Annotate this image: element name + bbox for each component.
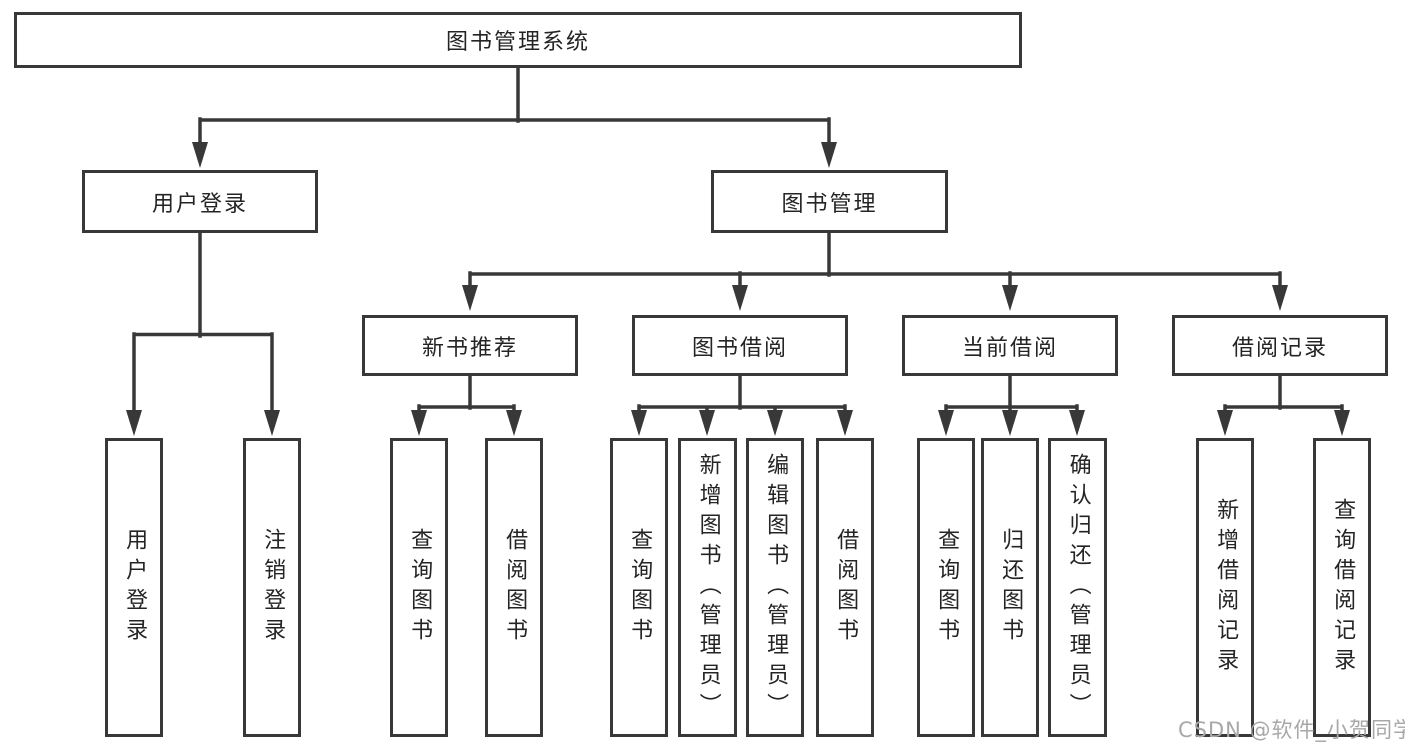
leaf-query-books-borrow: 查询图书 — [610, 438, 668, 737]
node-new-book-recommend: 新书推荐 — [362, 315, 578, 376]
leaf-label: 注销登录 — [260, 527, 286, 648]
leaf-return-books: 归还图书 — [981, 438, 1039, 737]
node-book-management: 图书管理 — [711, 170, 948, 233]
leaf-label: 借阅图书 — [502, 527, 528, 648]
leaf-label: 查询借阅记录 — [1330, 497, 1356, 678]
leaf-label: 编辑图书（管理员） — [763, 452, 789, 723]
leaf-user-login: 用户登录 — [105, 438, 163, 737]
leaf-label: 归还图书 — [998, 527, 1024, 648]
leaf-label: 借阅图书 — [833, 527, 859, 648]
leaf-borrow-books-recommend: 借阅图书 — [485, 438, 543, 737]
leaf-label: 用户登录 — [122, 527, 148, 648]
leaf-label: 确认归还（管理员） — [1065, 452, 1091, 723]
leaf-label: 新增借阅记录 — [1213, 497, 1239, 678]
leaf-label: 查询图书 — [934, 527, 960, 648]
node-borrow-records: 借阅记录 — [1172, 315, 1388, 376]
leaf-add-book-admin: 新增图书（管理员） — [678, 438, 737, 737]
leaf-logout: 注销登录 — [243, 438, 301, 737]
leaf-label: 新增图书（管理员） — [695, 452, 721, 723]
leaf-edit-book-admin: 编辑图书（管理员） — [746, 438, 804, 737]
watermark-text: CSDN @软件_小贺同学 — [1178, 718, 1405, 742]
leaf-label: 查询图书 — [407, 527, 433, 648]
arrowheads — [126, 142, 1350, 436]
node-current-borrow: 当前借阅 — [902, 315, 1118, 376]
leaf-query-books-current: 查询图书 — [917, 438, 975, 737]
leaf-add-borrow-record: 新增借阅记录 — [1196, 438, 1254, 737]
leaf-query-books-recommend: 查询图书 — [390, 438, 448, 737]
leaf-confirm-return-admin: 确认归还（管理员） — [1048, 438, 1107, 737]
node-book-borrow: 图书借阅 — [632, 315, 848, 376]
leaf-label: 查询图书 — [627, 527, 653, 648]
leaf-query-borrow-record: 查询借阅记录 — [1313, 438, 1371, 737]
leaf-borrow-books: 借阅图书 — [816, 438, 874, 737]
node-library-system: 图书管理系统 — [14, 12, 1022, 68]
node-user-login: 用户登录 — [82, 170, 318, 233]
